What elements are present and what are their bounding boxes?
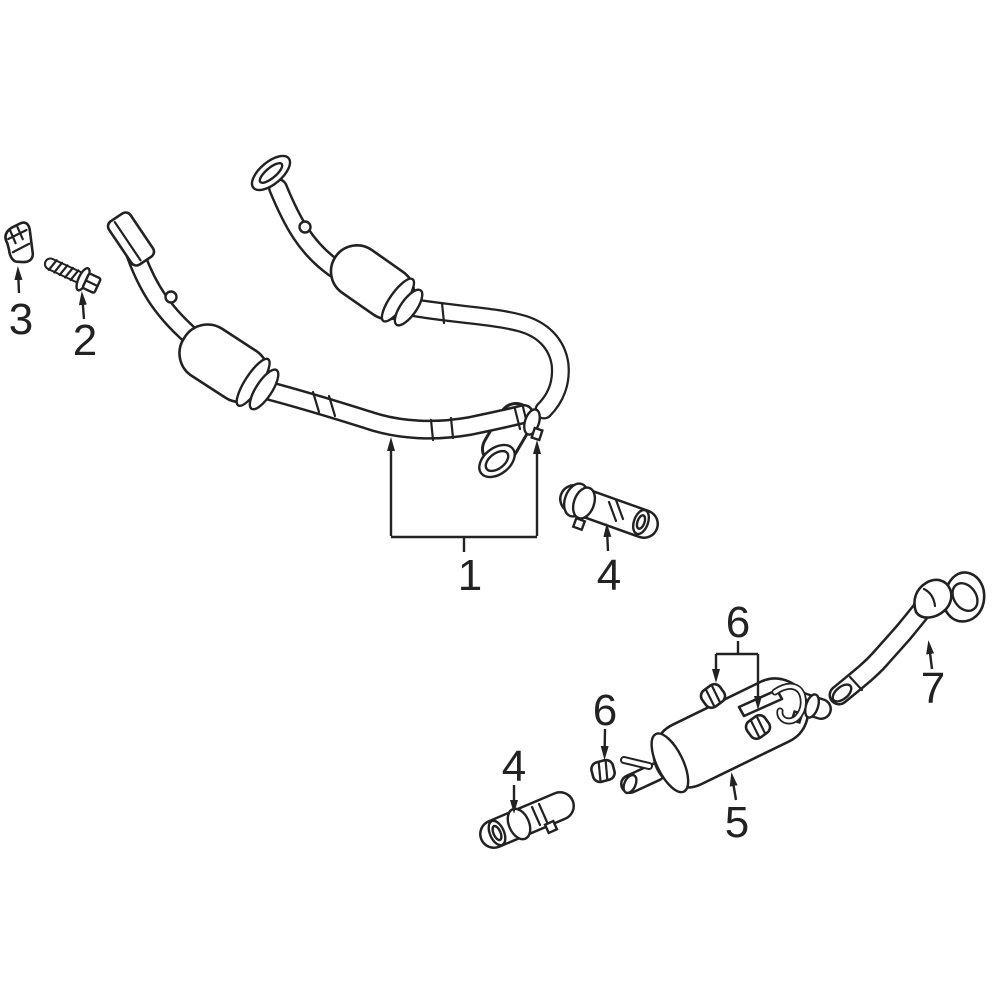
exhaust-y-pipe-assembly xyxy=(106,154,561,479)
collector-outlet-mouth xyxy=(478,443,516,479)
callout-5: 5 xyxy=(725,772,749,847)
insulator-mid xyxy=(699,682,727,710)
callout-6-front: 6 xyxy=(593,686,617,760)
left-inlet-flange xyxy=(106,211,156,267)
pipe-joint-lines xyxy=(311,301,455,442)
insulator-front xyxy=(590,758,616,784)
callout-label-7: 7 xyxy=(921,664,945,713)
callout-label-6-pair: 6 xyxy=(726,598,750,647)
callout-6-pair: 6 xyxy=(712,598,762,710)
insulator-rear xyxy=(744,713,772,741)
callout-label-6-front: 6 xyxy=(593,686,617,735)
left-catalytic-converter xyxy=(178,323,280,411)
callouts: 1 2 3 4 4 5 6 xyxy=(9,266,945,847)
callout-label-5: 5 xyxy=(725,798,749,847)
callout-label-1: 1 xyxy=(458,551,482,600)
callout-label-2: 2 xyxy=(73,316,97,365)
right-catalytic-converter xyxy=(329,244,424,327)
callout-3: 3 xyxy=(9,266,33,344)
tailpipe xyxy=(830,571,986,704)
callout-label-4-rear: 4 xyxy=(502,742,526,791)
callout-4-rear: 4 xyxy=(502,742,526,814)
callout-label-4-front: 4 xyxy=(597,551,621,600)
callout-4-front: 4 xyxy=(597,523,621,600)
retainer-clip xyxy=(4,221,35,264)
callout-label-3: 3 xyxy=(9,295,33,344)
callout-7: 7 xyxy=(921,640,945,713)
right-inlet-flange xyxy=(250,154,292,192)
oxygen-sensor-bung xyxy=(298,220,312,234)
callout-1: 1 xyxy=(387,437,541,600)
clamp-rear xyxy=(485,804,560,848)
junction-clamp xyxy=(513,405,544,442)
flange-bolt xyxy=(43,257,102,294)
oxygen-sensor-bung xyxy=(164,290,178,304)
callout-2: 2 xyxy=(73,291,97,365)
clamp-front xyxy=(560,482,652,536)
